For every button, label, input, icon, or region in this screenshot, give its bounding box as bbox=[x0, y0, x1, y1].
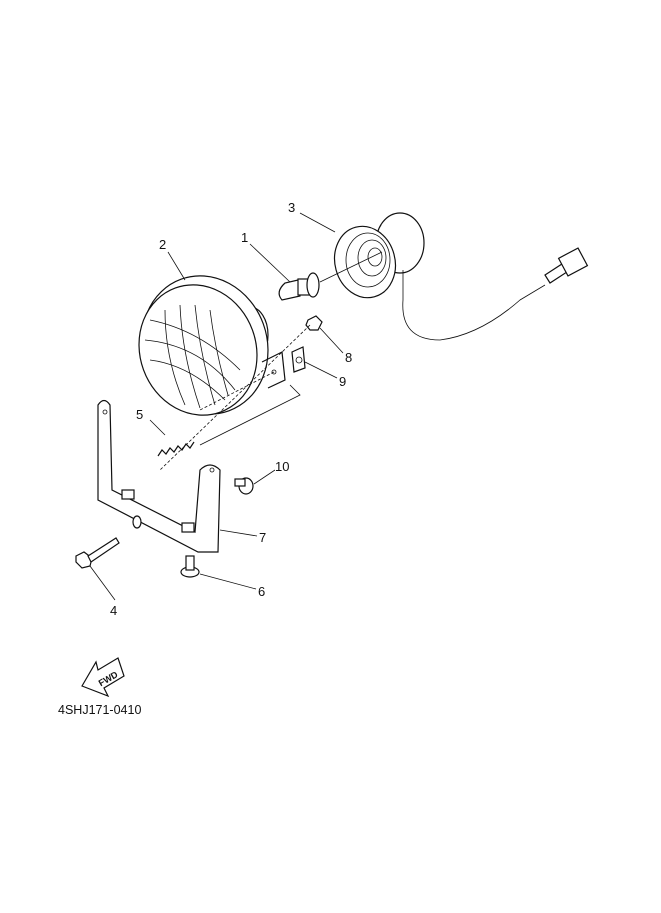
callout-10: 10 bbox=[275, 459, 289, 474]
callout-8: 8 bbox=[345, 350, 352, 365]
nut bbox=[305, 315, 323, 331]
callout-1: 1 bbox=[241, 230, 248, 245]
callout-6: 6 bbox=[258, 584, 265, 599]
bracket bbox=[97, 399, 221, 553]
bolt-4 bbox=[75, 537, 120, 569]
callout-2: 2 bbox=[159, 237, 166, 252]
bulb-socket bbox=[319, 212, 589, 341]
headlight-housing bbox=[138, 275, 286, 416]
callout-3: 3 bbox=[288, 200, 295, 215]
bolt-6 bbox=[180, 555, 200, 578]
callout-7: 7 bbox=[259, 530, 266, 545]
part-code: 4SHJ171-0410 bbox=[58, 703, 142, 717]
callout-9: 9 bbox=[339, 374, 346, 389]
fwd-arrow-icon: FWD bbox=[81, 657, 125, 698]
callout-4: 4 bbox=[110, 603, 117, 618]
spring bbox=[157, 441, 195, 457]
screw-10 bbox=[234, 477, 254, 495]
leader-lines bbox=[89, 212, 344, 601]
callout-5: 5 bbox=[136, 407, 143, 422]
clip bbox=[291, 346, 306, 373]
bulb bbox=[278, 272, 320, 301]
